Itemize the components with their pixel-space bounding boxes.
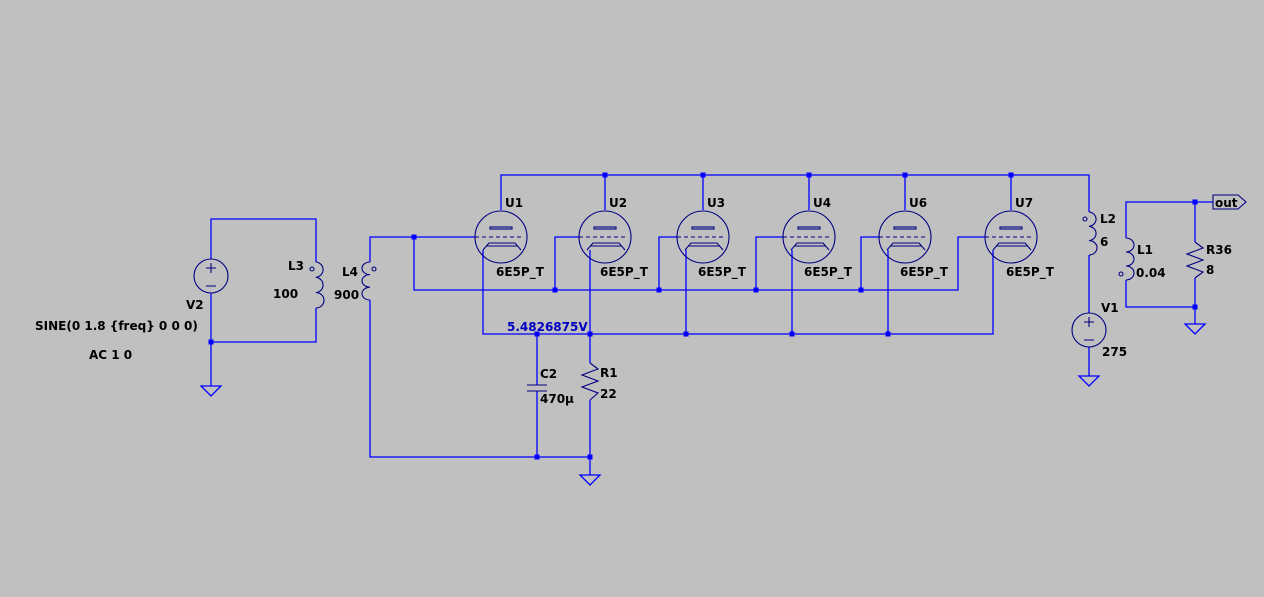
tube-plate	[593, 226, 617, 230]
tube-plate	[691, 226, 715, 230]
ground-icon	[199, 385, 223, 397]
ground-icon	[578, 474, 602, 486]
voltage-source-v1[interactable]: V1 275	[1071, 301, 1127, 359]
r1-value: 22	[600, 387, 617, 401]
voltage-source-v2[interactable]: V2 SINE(0 1.8 {freq} 0 0 0) AC 1 0	[35, 258, 229, 362]
tube-name: U1	[505, 196, 523, 210]
tube-model: 6E5P_T	[600, 265, 649, 280]
capacitor-c2[interactable]: C2 470µ	[527, 367, 574, 406]
tube-model: 6E5P_T	[698, 265, 747, 280]
tube-name: U6	[909, 196, 927, 210]
l1-value: 0.04	[1136, 266, 1166, 280]
v1-value: 275	[1102, 345, 1127, 359]
tube-model: 6E5P_T	[900, 265, 949, 280]
cathode-voltage-probe: 5.4826875V	[507, 320, 588, 334]
tube-model: 6E5P_T	[1006, 265, 1055, 280]
l4-name: L4	[342, 265, 358, 279]
inductor-l4[interactable]: L4 900	[334, 261, 377, 302]
inductor-l3[interactable]: L3 100	[273, 259, 325, 309]
net-label-out[interactable]: out	[1212, 194, 1247, 210]
resistor-r1[interactable]: R1 22	[580, 362, 618, 401]
l2-value: 6	[1100, 235, 1108, 249]
l2-name: L2	[1100, 212, 1116, 226]
tube-u3[interactable]: U3 6E5P_T	[676, 196, 747, 280]
c2-name: C2	[540, 367, 557, 381]
r36-value: 8	[1206, 263, 1214, 277]
resistor-r36[interactable]: R36 8	[1185, 241, 1232, 279]
r1-name: R1	[600, 366, 618, 380]
out-label-text: out	[1215, 196, 1238, 210]
v2-name: V2	[186, 298, 204, 312]
tube-u7[interactable]: U7 6E5P_T	[984, 196, 1055, 280]
l4-value: 900	[334, 288, 359, 302]
tube-name: U4	[813, 196, 831, 210]
tube-cathode	[992, 242, 1032, 251]
ground-icon	[1183, 323, 1207, 335]
tube-name: U2	[609, 196, 627, 210]
tube-u1[interactable]: U1 6E5P_T	[474, 196, 545, 280]
tube-plate	[797, 226, 821, 230]
c2-value: 470µ	[540, 392, 574, 406]
inductor-l1[interactable]: L1 0.04	[1118, 237, 1166, 281]
tube-model: 6E5P_T	[804, 265, 853, 280]
l1-name: L1	[1137, 243, 1153, 257]
tube-cathode	[790, 242, 830, 251]
tube-u4[interactable]: U4 6E5P_T	[782, 196, 853, 280]
tube-model: 6E5P_T	[496, 265, 545, 280]
r36-name: R36	[1206, 243, 1232, 257]
tubes: U1 6E5P_T U2 6E5P_T U3 6E5P_T U4 6E5P_T U6 6E5P_T…	[474, 196, 1055, 280]
tube-name: U7	[1015, 196, 1033, 210]
l3-value: 100	[273, 287, 298, 301]
wires	[210, 174, 1213, 475]
tube-plate	[893, 226, 917, 230]
tube-u6[interactable]: U6 6E5P_T	[878, 196, 949, 280]
tube-cathode	[586, 242, 626, 251]
inductor-l2[interactable]: L2 6	[1082, 211, 1116, 256]
tube-cathode	[684, 242, 724, 251]
tube-plate	[999, 226, 1023, 230]
ground-icon	[1077, 375, 1101, 387]
junctions	[208, 172, 1198, 460]
tube-u2[interactable]: U2 6E5P_T	[578, 196, 649, 280]
l3-name: L3	[288, 259, 304, 273]
tube-cathode	[482, 242, 522, 251]
tube-name: U3	[707, 196, 725, 210]
v2-value: SINE(0 1.8 {freq} 0 0 0)	[35, 319, 198, 333]
v2-ac: AC 1 0	[89, 348, 132, 362]
tube-cathode	[886, 242, 926, 251]
tube-plate	[489, 226, 513, 230]
v1-name: V1	[1101, 301, 1119, 315]
